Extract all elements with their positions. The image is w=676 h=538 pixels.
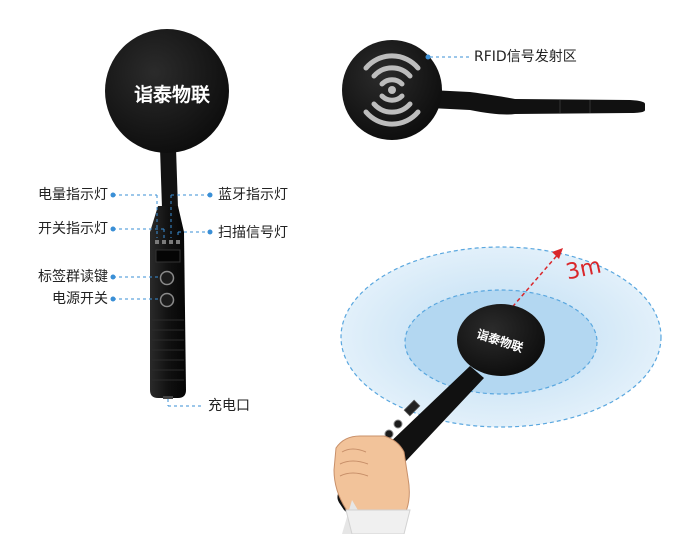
power-switch[interactable] [159,292,175,308]
label-group-read-key: 标签群读键 [38,269,108,285]
range-arrow [507,251,561,313]
grip-ridges [152,319,184,381]
label-bluetooth-led: 蓝牙指示灯 [218,187,288,203]
group-read-key[interactable] [159,270,175,286]
range-arrow-head [552,248,563,259]
scan-led [176,240,180,244]
label-battery-led: 电量指示灯 [38,187,108,203]
leader-lines [113,56,470,407]
label-power-switch: 电源开关 [52,291,108,307]
label-power-led: 开关指示灯 [38,221,108,237]
led-row [155,240,180,244]
charge-port [163,396,173,399]
rfid-wave-icon [363,53,421,127]
brand-logo-front: 诣泰物联 [134,84,211,106]
scanner-disc [105,29,229,153]
tilted-screen [403,399,421,417]
scanner-neck [160,148,178,212]
label-rfid-zone: RFID信号发射区 [474,49,577,65]
leader-dots [110,54,431,302]
label-charge-port: 充电口 [208,398,250,414]
bluetooth-led [169,240,173,244]
tilted-disc [457,304,545,376]
back-handle [430,90,645,115]
scanner-back-view [342,40,645,140]
range-illustration [333,246,662,535]
power-led [162,240,166,244]
battery-led [155,240,159,244]
status-screen [155,249,181,263]
label-scan-led: 扫描信号灯 [218,225,288,241]
hand-icon [333,435,411,535]
scanner-front-view [105,29,229,399]
